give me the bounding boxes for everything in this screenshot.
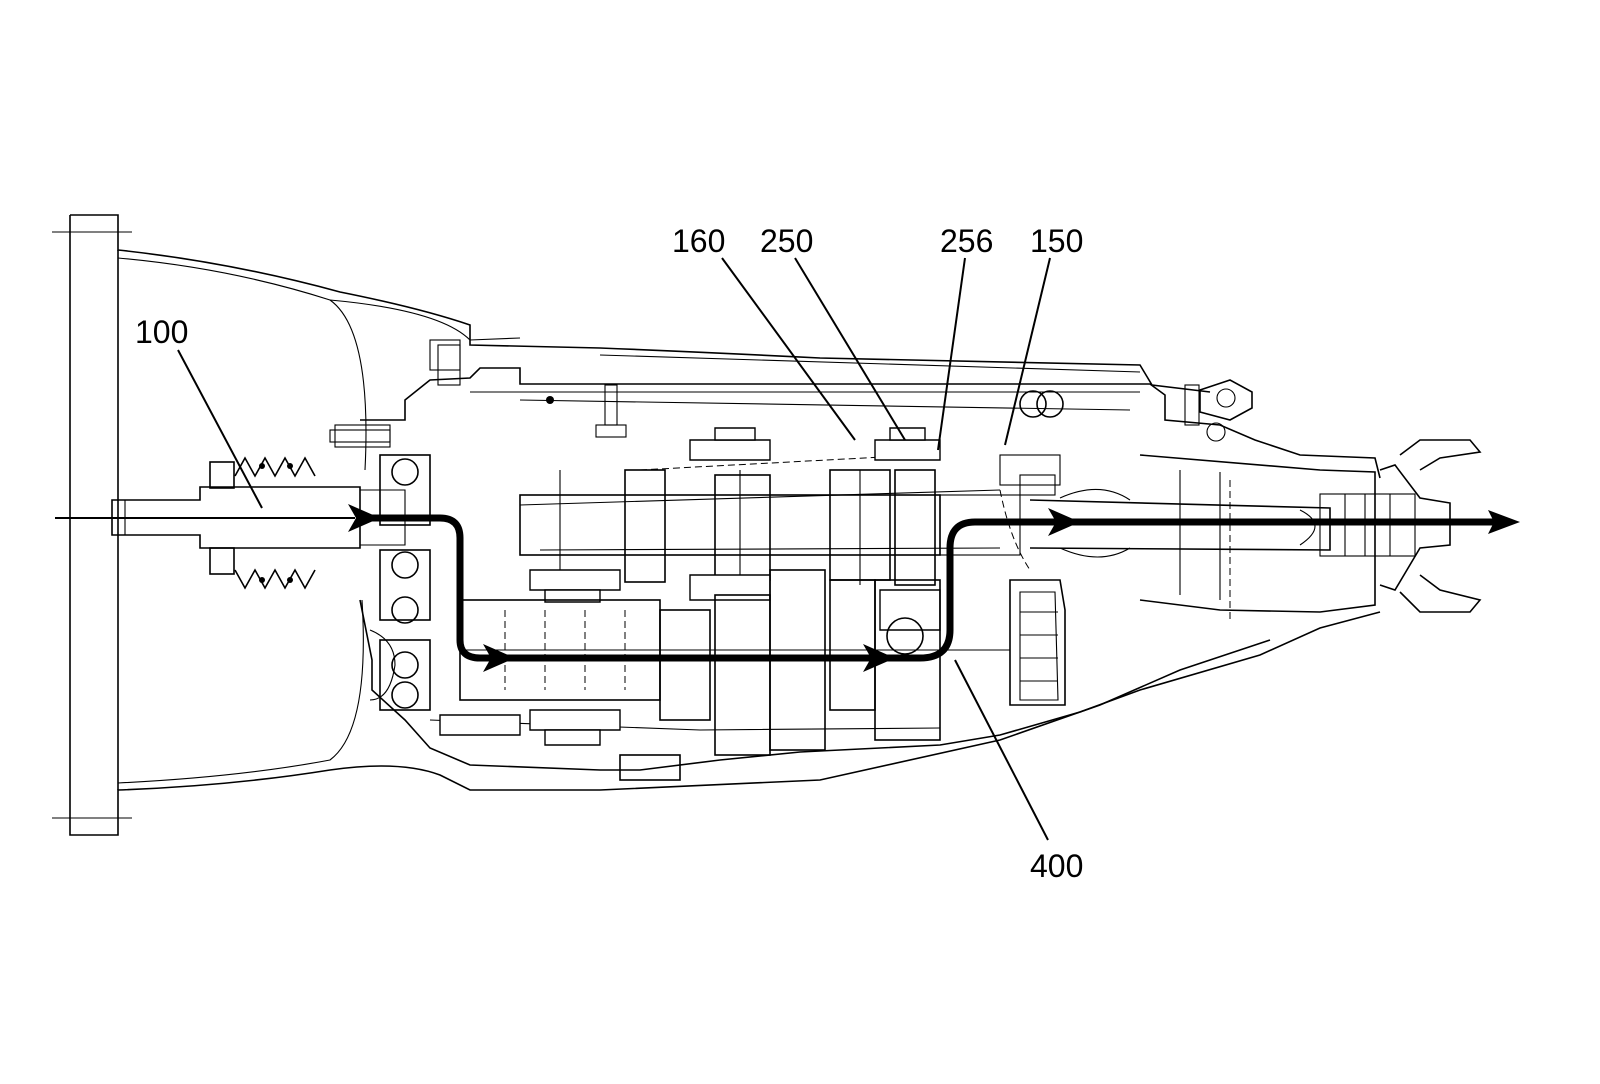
callout-400: 400 [1030,848,1083,884]
transmission-housing [52,214,1482,836]
callout-150: 150 [1030,223,1083,259]
callout-256: 256 [940,223,993,259]
power-flow-arrowhead-output-end [1488,510,1520,534]
callout-250: 250 [760,223,813,259]
callout-160: 160 [672,223,725,259]
leader-line-150 [1004,257,1051,446]
leader-line-100 [177,349,263,509]
leader-line-250 [794,257,906,441]
shift-rail-and-fasteners [329,337,1200,443]
power-flow-arrowhead-countershaft-1 [483,644,515,672]
power-flow-line [360,514,1500,662]
power-flow-arrowhead-output-mid [1048,508,1080,536]
callout-labels: 100 160 250 256 150 400 [135,223,1083,884]
callout-100: 100 [135,314,188,350]
leader-lines [177,257,1051,841]
front-bearings [334,339,461,711]
leader-line-160 [721,257,856,441]
power-flow-arrowhead-countershaft-2 [863,644,895,672]
mainshaft-gears [519,454,1061,586]
synchronizers [439,427,941,746]
leader-line-256 [937,257,966,451]
input-seal-boots [209,456,316,590]
power-flow-path [55,504,1520,672]
leader-line-400 [954,659,1049,841]
